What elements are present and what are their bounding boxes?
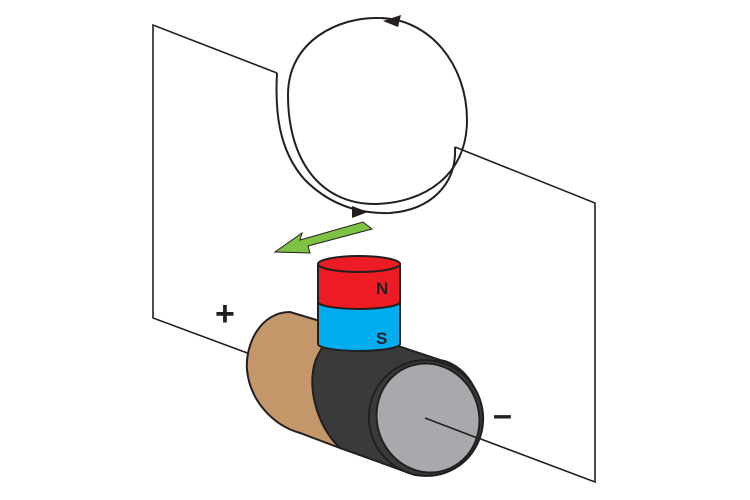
negative-terminal-label: – <box>493 396 512 434</box>
magnet-north-half <box>317 263 401 310</box>
wire-loop <box>275 16 469 215</box>
current-arrow-bottom-icon <box>352 206 368 218</box>
wire-loop-outer <box>275 72 457 215</box>
wire-contact <box>424 417 481 440</box>
wire-left-segment <box>152 23 278 355</box>
wire-loop-inner <box>286 16 469 206</box>
force-arrow-icon <box>273 221 374 254</box>
wire-frame <box>152 23 596 484</box>
positive-terminal-label: + <box>215 295 235 333</box>
magnet <box>317 255 401 352</box>
battery <box>245 310 485 477</box>
current-arrow-top-icon <box>383 15 401 27</box>
magnet-north-label: N <box>376 279 388 298</box>
magnet-top <box>317 255 401 273</box>
magnet-south-label: S <box>376 329 387 348</box>
magnet-south-half <box>317 301 401 352</box>
wire-right-segment <box>424 146 596 484</box>
battery-negative-end <box>375 362 481 474</box>
